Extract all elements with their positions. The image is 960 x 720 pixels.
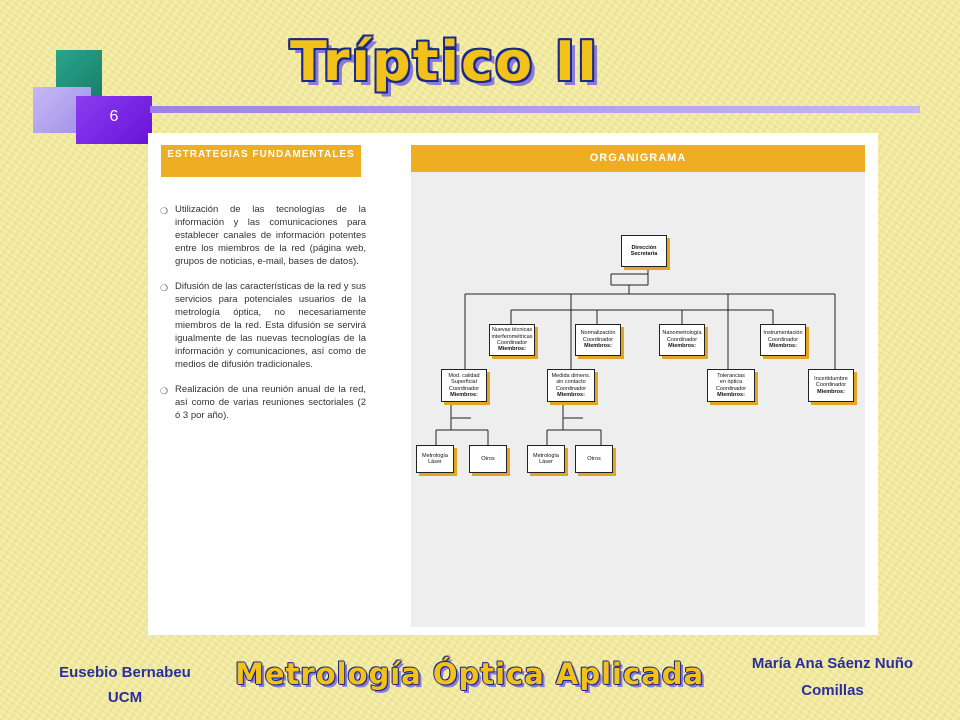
author-left: Eusebio Bernabeu UCM	[20, 660, 230, 710]
org-box-line: Nuevas técnicas	[491, 327, 533, 334]
org-box-line: en óptica	[719, 379, 743, 386]
slide-number: 6	[109, 108, 119, 125]
title-underline	[150, 106, 920, 113]
bullet-icon: ❍	[160, 283, 169, 293]
org-box-line: sin contacto	[556, 379, 586, 386]
bullet-text: Difusión de las características de la re…	[175, 281, 366, 370]
author-right-org: Comillas	[801, 682, 864, 699]
org-box-line: Mod. calidad	[448, 372, 480, 379]
org-box-others: Otros	[575, 445, 613, 473]
org-box-contactless: Medida dimens. sin contacto Coordinador …	[547, 369, 595, 402]
strategies-list: ❍ Utilización de las tecnologías de la in…	[160, 203, 366, 434]
org-box-line: Normalización	[580, 330, 616, 337]
decor-square-purple	[76, 96, 152, 144]
org-box-normalization: Normalización Coordinador Miembros:	[575, 324, 621, 356]
org-box-line: Superficial	[451, 379, 477, 386]
org-box-interferometric: Nuevas técnicas interferométricas Coordi…	[489, 324, 535, 356]
org-box-line: Otros	[587, 455, 601, 462]
list-item: ❍ Difusión de las características de la r…	[160, 280, 366, 371]
org-chart-panel: Dirección Secretaría Nuevas técnicas int…	[411, 172, 865, 627]
author-left-name: Eusebio Bernabeu	[59, 664, 191, 681]
org-box-line: Coordinador	[496, 340, 528, 346]
org-box-surface-quality: Mod. calidad Superficial Coordinador Mie…	[441, 369, 487, 402]
org-chart-connectors	[435, 267, 836, 445]
org-box-line: Miembros:	[557, 391, 585, 398]
course-title: Metrología Óptica Aplicada	[235, 657, 705, 691]
org-chart-header: ORGANIGRAMA	[411, 145, 865, 172]
org-box-line: Coordinador	[582, 336, 614, 343]
org-box-line: Miembros:	[450, 391, 478, 398]
org-box-instrumentation: Instrumentación Coordinador Miembros:	[760, 324, 806, 356]
org-box-line: Instrumentación	[763, 330, 803, 337]
org-box-others: Otros	[469, 445, 507, 473]
triptych-image: ESTRATEGIAS FUNDAMENTALES ❍ Utilización d…	[148, 133, 878, 635]
org-box-line: Miembros:	[717, 391, 745, 398]
bullet-icon: ❍	[160, 386, 169, 396]
bullet-text: Utilización de las tecnologías de la inf…	[175, 204, 366, 267]
org-box-line: Metrología	[422, 452, 448, 459]
org-box-line: Secretaría	[630, 251, 658, 257]
org-box-line: Láser	[539, 459, 553, 465]
author-left-org: UCM	[107, 689, 143, 706]
strategies-header: ESTRATEGIAS FUNDAMENTALES	[161, 145, 361, 177]
org-box-line: Otros	[481, 455, 495, 462]
author-right: María Ana Sáenz Nuño Comillas	[720, 650, 945, 704]
org-box-line: Incertidumbre	[814, 375, 848, 382]
org-box-line: Coordinador	[767, 336, 799, 343]
org-box-line: Metrología	[533, 452, 559, 459]
org-box-line: Coordinador	[815, 382, 847, 389]
org-box-line: Miembros:	[498, 346, 526, 353]
org-box-line: Coordinador	[666, 336, 698, 343]
org-box-line: Coordinador	[555, 385, 587, 392]
org-box-tolerances: Tolerancias en óptica Coordinador Miembr…	[707, 369, 755, 402]
org-box-laser-metrology: Metrología Láser	[527, 445, 565, 473]
org-box-line: Láser	[428, 459, 442, 465]
author-right-name: María Ana Sáenz Nuño	[751, 655, 914, 672]
org-box-nanometrology: Nanometrología Coordinador Miembros:	[659, 324, 705, 356]
org-box-line: Miembros:	[668, 343, 696, 350]
org-box-line: Nanometrología	[662, 330, 702, 337]
org-box-uncertainty: Incertidumbre Coordinador Miembros:	[808, 369, 854, 402]
bullet-text: Realización de una reunión anual de la r…	[175, 384, 366, 421]
list-item: ❍ Realización de una reunión anual de la …	[160, 383, 366, 422]
org-box-line: Dirección	[631, 244, 657, 251]
org-box-line: Coordinador	[448, 385, 480, 392]
org-box-line: Tolerancias	[717, 372, 745, 379]
slide-title: Tríptico II	[290, 30, 600, 93]
org-box-line: Miembros:	[817, 388, 845, 395]
org-box-line: Miembros:	[769, 343, 797, 350]
list-item: ❍ Utilización de las tecnologías de la in…	[160, 203, 366, 268]
org-box-line: Miembros:	[584, 343, 612, 350]
bullet-icon: ❍	[160, 206, 169, 216]
org-box-line: Coordinador	[715, 385, 747, 392]
org-box-laser-metrology: Metrología Láser	[416, 445, 454, 473]
org-box-line: interferométricas	[491, 333, 533, 340]
org-box-root: Dirección Secretaría	[621, 235, 667, 267]
org-box-line: Medida dimens.	[551, 372, 591, 379]
